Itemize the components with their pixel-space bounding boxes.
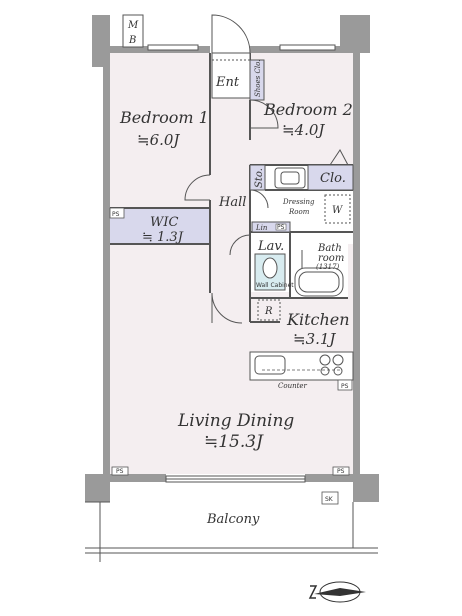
bathtub (294, 267, 344, 297)
washer-space: W (324, 194, 351, 224)
sk-box: SK (321, 491, 339, 505)
north-compass-icon (308, 581, 366, 603)
hall-label: Hall (218, 195, 246, 210)
bath-size: (1317) (316, 263, 340, 271)
kitchen-counter: Counter PS (249, 351, 354, 391)
meter-box: M B (122, 14, 144, 48)
mb-label-bottom: B (128, 35, 136, 46)
vanity-sink (274, 167, 306, 189)
dressing-label-1: Dressing (282, 198, 315, 206)
bath-label-2: room (318, 253, 344, 264)
living-ps-left: PS (116, 468, 124, 475)
floor-kitchen (250, 290, 353, 400)
fridge-label: R (264, 306, 273, 317)
bedroom2-door (249, 99, 279, 129)
bedroom2-label: Bedroom 2 (263, 100, 353, 119)
shoes-closet: Shoes Clo. (249, 59, 265, 101)
windows (147, 44, 336, 483)
bedroom2-area: ≒4.0J (282, 121, 325, 139)
bath-label-1: Bath (317, 243, 342, 254)
pipe-space-wic: PS (109, 207, 125, 219)
floor-wic (110, 208, 210, 244)
pipe-space-living-left: PS (111, 466, 129, 476)
lav-door (229, 234, 251, 256)
clo-label: Clo. (320, 171, 346, 186)
kitchen-area: ≒3.1J (293, 330, 336, 348)
mb-label-top: M (127, 20, 139, 31)
living-ps-right: PS (337, 468, 345, 475)
floor-bedroom1 (110, 53, 210, 208)
counter-ps: PS (341, 383, 349, 390)
lin-ps: PS (277, 224, 285, 231)
floor-bedroom2 (250, 53, 353, 165)
storage-sto: Sto. (249, 164, 266, 191)
balcony-area (85, 501, 378, 562)
linen-closet: Lin PS (251, 221, 291, 233)
closet-clo: Clo. (307, 149, 354, 191)
living-area: ≒15.3J (204, 432, 264, 452)
counter-label: Counter (278, 382, 308, 390)
wic-ps: PS (112, 211, 120, 218)
toilet-cabinet-label: Wall Cabinet (256, 282, 294, 289)
kitchen-label: Kitchen (286, 310, 350, 329)
living-label: Living Dining (177, 411, 294, 431)
shoes-label: Shoes Clo. (254, 60, 262, 97)
dressing-label-2: Room (288, 208, 310, 216)
lav-label: Lav. (257, 239, 284, 254)
pipe-space-living-right: PS (332, 466, 350, 476)
lin-label: Lin (255, 224, 268, 232)
bedroom1-label: Bedroom 1 (119, 108, 209, 127)
toilet: Wall Cabinet (254, 253, 294, 291)
balcony-label: Balcony (206, 512, 260, 527)
bedroom1-area: ≒6.0J (137, 131, 180, 149)
floor-areas (110, 53, 353, 474)
wic-label: WIC (150, 215, 178, 230)
refrigerator-space: R (257, 299, 281, 321)
wic-area: ≒ 1.3J (142, 230, 184, 245)
sto-label: Sto. (254, 168, 265, 188)
bedroom1-door (184, 174, 211, 201)
sk-label: SK (325, 496, 334, 503)
washer-label: W (332, 205, 343, 216)
entrance-door (211, 14, 251, 99)
entrance-label: Ent (215, 75, 240, 90)
